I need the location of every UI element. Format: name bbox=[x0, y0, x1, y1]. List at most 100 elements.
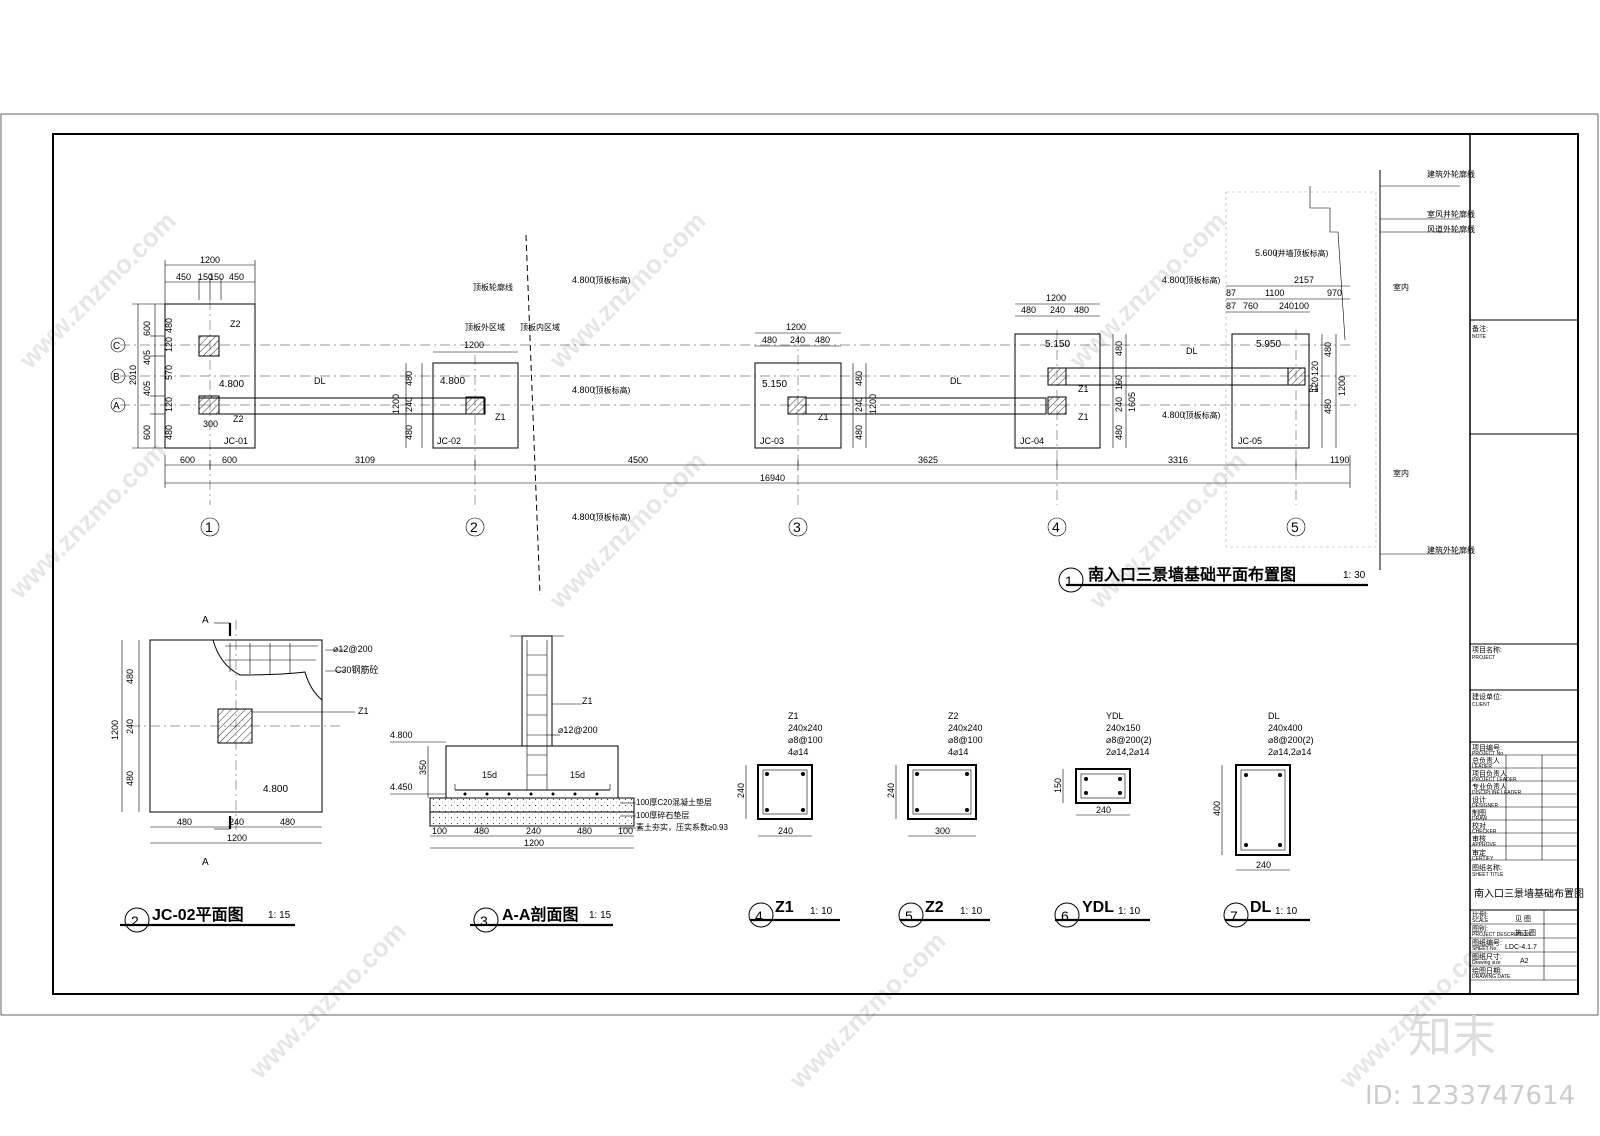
section-scale: 1: 10 bbox=[1118, 906, 1141, 917]
dim-label: 160 bbox=[1114, 375, 1124, 390]
section-title: A-A剖面图 bbox=[502, 905, 578, 924]
dim-label: 480 bbox=[1323, 399, 1333, 414]
elevation: 4.450 bbox=[390, 782, 413, 792]
dim-label: 1100 bbox=[1265, 288, 1284, 298]
rebar-label: ⌀12@200 bbox=[333, 644, 373, 654]
dim-label: 1190 bbox=[1330, 455, 1349, 465]
dim-label: 150 bbox=[198, 272, 213, 282]
tb-row-label: 专业负责人 bbox=[1472, 782, 1507, 791]
dim-label: 150 bbox=[1053, 778, 1063, 793]
dim-label: 480 bbox=[125, 669, 135, 684]
section-outline bbox=[1235, 764, 1291, 856]
footing-jc01 bbox=[164, 303, 256, 449]
section-spec: YDL bbox=[1106, 711, 1124, 721]
footing-label: JC-04 bbox=[1020, 436, 1044, 446]
view-number: 5 bbox=[905, 908, 913, 924]
column-z1 bbox=[1287, 367, 1306, 386]
grid-col-label: 2 bbox=[470, 519, 478, 535]
elevation: 5.600 bbox=[1255, 248, 1278, 258]
tb-label: 图别: bbox=[1472, 924, 1488, 933]
dim-label: 100 bbox=[1294, 301, 1309, 311]
section-outline bbox=[907, 764, 977, 820]
watermark-text: www.znzmo.com bbox=[1082, 446, 1251, 615]
dim-label: 240 bbox=[886, 783, 896, 798]
footing-label: JC-03 bbox=[760, 436, 784, 446]
dim-label: 240 bbox=[736, 783, 746, 798]
footing-label: JC-05 bbox=[1238, 436, 1262, 446]
grid-col-label: 1 bbox=[205, 519, 213, 535]
rebar-label: ⌀12@200 bbox=[558, 725, 598, 735]
dim-label: 240 bbox=[854, 397, 864, 412]
outline-label: 建筑外轮廓线 bbox=[1427, 169, 1475, 179]
tb-row-label: 审定 bbox=[1472, 848, 1486, 857]
dim-label: 3625 bbox=[918, 455, 938, 465]
dim-label: 120 bbox=[1310, 361, 1320, 376]
dim-label: 480 bbox=[1021, 305, 1036, 315]
dim-label: 120 bbox=[1310, 377, 1320, 392]
watermark-text: www.znzmo.com bbox=[2, 436, 171, 605]
tb-label-en: PROJECT DESCRIPTION bbox=[1472, 932, 1531, 938]
column-label: Z1 bbox=[582, 696, 593, 706]
plan-scale: 1: 30 bbox=[1343, 570, 1366, 581]
footing-label: JC-02 bbox=[437, 436, 461, 446]
section-spec: Z2 bbox=[948, 711, 959, 721]
section-spec: 2⌀14,2⌀14 bbox=[1268, 747, 1311, 757]
dim-label: 300 bbox=[203, 419, 218, 429]
tb-row-label: 设计 bbox=[1472, 795, 1486, 804]
grid-row-label: A bbox=[113, 401, 120, 412]
elevation-note: (井墙顶板标高) bbox=[1275, 248, 1329, 258]
tb-label-en: CLIENT bbox=[1472, 702, 1490, 708]
tb-value: 见 图 bbox=[1515, 915, 1531, 923]
dim-label: 1200 bbox=[110, 720, 120, 740]
column-label: Z1 bbox=[358, 706, 369, 716]
dim-label: 1200 bbox=[868, 394, 878, 414]
layer-label: 100厚C20混凝土垫层 bbox=[636, 797, 712, 807]
tb-label: 项目名称: bbox=[1472, 645, 1502, 654]
dim-label: 600 bbox=[222, 455, 237, 465]
section-scale: 1: 10 bbox=[1275, 906, 1298, 917]
column-label: Z1 bbox=[495, 412, 506, 422]
inner-frame bbox=[52, 133, 1579, 995]
detail-title: JC-02平面图 bbox=[152, 906, 244, 924]
dim-label: 240 bbox=[229, 817, 244, 827]
dim-label: 450 bbox=[176, 272, 191, 282]
tb-row-label: 总负责人 bbox=[1472, 756, 1500, 765]
elevation-note: (顶板标高) bbox=[593, 512, 631, 522]
concrete-pad bbox=[429, 797, 635, 813]
elevation-note: (顶板标高) bbox=[1183, 275, 1221, 285]
grid-row-label: B bbox=[113, 372, 120, 383]
dim-label: 87 bbox=[1226, 301, 1236, 311]
tb-label: 比例: bbox=[1472, 910, 1488, 919]
title-block: 备注: NOTE 项目名称: PROJECT 建设单位: CLIENT 项目编号… bbox=[1469, 134, 1584, 994]
detail-scale: 1: 15 bbox=[268, 910, 291, 921]
tb-label-en: PROJECT bbox=[1472, 655, 1495, 661]
outline-label: 风道外轮廓线 bbox=[1427, 224, 1475, 234]
column-z1 bbox=[465, 396, 485, 415]
elevation: 4.800 bbox=[572, 512, 595, 522]
dim-label: 600 bbox=[142, 321, 152, 336]
section-spec: 240x240 bbox=[948, 723, 983, 733]
beam-label: DL bbox=[314, 376, 326, 386]
section-dl: DL 240x400 ⌀8@200(2) 2⌀14,2⌀14 400 240 7… bbox=[1212, 711, 1314, 928]
elevation: 4.800 bbox=[1162, 275, 1185, 285]
dim-label: 16940 bbox=[760, 473, 785, 483]
dim-label: 100 bbox=[432, 826, 447, 836]
column-z1 bbox=[217, 708, 253, 744]
view-number: 1 bbox=[1065, 573, 1073, 589]
tb-label-en: SHEET TITLE bbox=[1472, 872, 1504, 878]
column-label: Z1 bbox=[1308, 384, 1319, 394]
footing-jc04 bbox=[1014, 333, 1101, 449]
section-z2: Z2 240x240 ⌀8@100 4⌀14 240 300 5 Z2 1: 1… bbox=[886, 711, 990, 928]
outer-frame bbox=[0, 113, 1599, 1016]
footing-jc02 bbox=[432, 362, 519, 449]
dim-label: 1200 bbox=[464, 340, 484, 350]
tb-row-label-en: DRAW bbox=[1472, 816, 1487, 822]
section-title: YDL bbox=[1082, 899, 1114, 916]
dim-label: 405 bbox=[142, 381, 152, 396]
elevation: 4.800 bbox=[219, 379, 244, 390]
grid-col-label: 5 bbox=[1291, 519, 1299, 535]
dim-label: 480 bbox=[854, 371, 864, 386]
watermark-text: www.znzmo.com bbox=[242, 916, 411, 1085]
dim-label: 240 bbox=[790, 335, 805, 345]
